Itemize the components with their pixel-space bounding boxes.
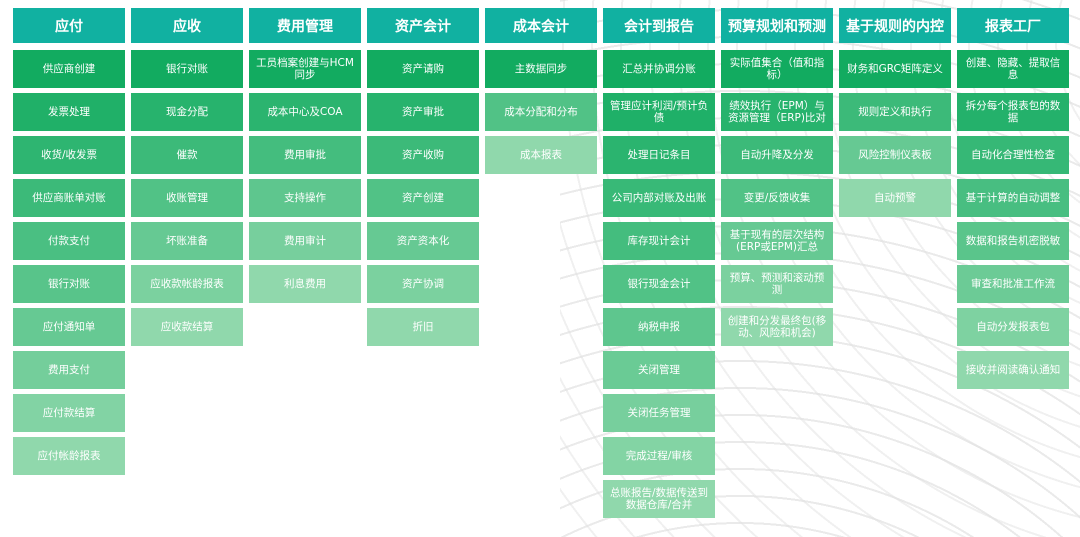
column-header: 应付: [13, 8, 125, 43]
cell: 数据和报告机密脱敏: [957, 222, 1069, 260]
column-header: 成本会计: [485, 8, 597, 43]
cell: 银行对账: [13, 265, 125, 303]
cell: 拆分每个报表包的数据: [957, 93, 1069, 131]
cell: 基于计算的自动调整: [957, 179, 1069, 217]
cell: 坏账准备: [131, 222, 243, 260]
column-header: 基于规则的内控: [839, 8, 951, 43]
cell: 关闭任务管理: [603, 394, 715, 432]
cell: 折旧: [367, 308, 479, 346]
cell: 绩效执行（EPM）与资源管理（ERP)比对: [721, 93, 833, 131]
column-3: 资产会计资产请购资产审批资产收购资产创建资产资本化资产协调折旧: [367, 8, 479, 518]
cell: 主数据同步: [485, 50, 597, 88]
cell: 利息费用: [249, 265, 361, 303]
cell: 处理日记条目: [603, 136, 715, 174]
cell: 风险控制仪表板: [839, 136, 951, 174]
cell: 预算、预测和滚动预测: [721, 265, 833, 303]
cell: 自动化合理性检查: [957, 136, 1069, 174]
column-5: 会计到报告汇总并协调分账管理应计利润/预计负债处理日记条目公司内部对账及出账库存…: [603, 8, 715, 518]
cell: 汇总并协调分账: [603, 50, 715, 88]
cell: 完成过程/审核: [603, 437, 715, 475]
cell: 资产请购: [367, 50, 479, 88]
process-board: 应付供应商创建发票处理收货/收发票供应商账单对账付款支付银行对账应付通知单费用支…: [13, 8, 1069, 518]
cell: 付款支付: [13, 222, 125, 260]
cell: 应付通知单: [13, 308, 125, 346]
cell: 收账管理: [131, 179, 243, 217]
cell: 规则定义和执行: [839, 93, 951, 131]
column-header: 应收: [131, 8, 243, 43]
cell: 支持操作: [249, 179, 361, 217]
cell: 费用支付: [13, 351, 125, 389]
cell: 自动预警: [839, 179, 951, 217]
cell: 应收款帐龄报表: [131, 265, 243, 303]
cell: 自动分发报表包: [957, 308, 1069, 346]
column-header: 预算规划和预测: [721, 8, 833, 43]
cell: 总账报告/数据传送到数据仓库/合并: [603, 480, 715, 518]
cell: 供应商账单对账: [13, 179, 125, 217]
column-1: 应收银行对账现金分配催款收账管理坏账准备应收款帐龄报表应收款结算: [131, 8, 243, 518]
cell: 管理应计利润/预计负债: [603, 93, 715, 131]
cell: 工员档案创建与HCM同步: [249, 50, 361, 88]
cell: 财务和GRC矩阵定义: [839, 50, 951, 88]
cell: 关闭管理: [603, 351, 715, 389]
cell: 催款: [131, 136, 243, 174]
cell: 资产收购: [367, 136, 479, 174]
cell: 资产协调: [367, 265, 479, 303]
column-6: 预算规划和预测实际值集合（值和指标） 绩效执行（EPM）与资源管理（ERP)比对自…: [721, 8, 833, 518]
cell: 资产创建: [367, 179, 479, 217]
column-8: 报表工厂创建、隐藏、提取信息拆分每个报表包的数据自动化合理性检查基于计算的自动调…: [957, 8, 1069, 518]
cell: 费用审批: [249, 136, 361, 174]
cell: 应付帐龄报表: [13, 437, 125, 475]
cell: 接收并阅读确认通知: [957, 351, 1069, 389]
cell: 自动升降及分发: [721, 136, 833, 174]
cell: 实际值集合（值和指标）: [721, 50, 833, 88]
cell: 现金分配: [131, 93, 243, 131]
cell: 应付款结算: [13, 394, 125, 432]
cell: 成本分配和分布: [485, 93, 597, 131]
column-7: 基于规则的内控财务和GRC矩阵定义规则定义和执行风险控制仪表板自动预警: [839, 8, 951, 518]
column-header: 会计到报告: [603, 8, 715, 43]
column-header: 资产会计: [367, 8, 479, 43]
cell: 库存现计会计: [603, 222, 715, 260]
column-0: 应付供应商创建发票处理收货/收发票供应商账单对账付款支付银行对账应付通知单费用支…: [13, 8, 125, 518]
column-header: 报表工厂: [957, 8, 1069, 43]
cell: 费用审计: [249, 222, 361, 260]
cell: 收货/收发票: [13, 136, 125, 174]
column-header: 费用管理: [249, 8, 361, 43]
cell: 供应商创建: [13, 50, 125, 88]
cell: 成本报表: [485, 136, 597, 174]
cell: 发票处理: [13, 93, 125, 131]
cell: 银行对账: [131, 50, 243, 88]
cell: 资产资本化: [367, 222, 479, 260]
cell: 应收款结算: [131, 308, 243, 346]
cell: 银行现金会计: [603, 265, 715, 303]
cell: 资产审批: [367, 93, 479, 131]
cell: 公司内部对账及出账: [603, 179, 715, 217]
cell: 成本中心及COA: [249, 93, 361, 131]
cell: 创建和分发最终包(移动、风险和机会): [721, 308, 833, 346]
cell: 纳税申报: [603, 308, 715, 346]
cell: 基于现有的层次结构(ERP或EPM)汇总: [721, 222, 833, 260]
column-4: 成本会计主数据同步成本分配和分布成本报表: [485, 8, 597, 518]
cell: 创建、隐藏、提取信息: [957, 50, 1069, 88]
cell: 审查和批准工作流: [957, 265, 1069, 303]
cell: 变更/反馈收集: [721, 179, 833, 217]
column-2: 费用管理工员档案创建与HCM同步成本中心及COA 费用审批支持操作费用审计利息费用: [249, 8, 361, 518]
